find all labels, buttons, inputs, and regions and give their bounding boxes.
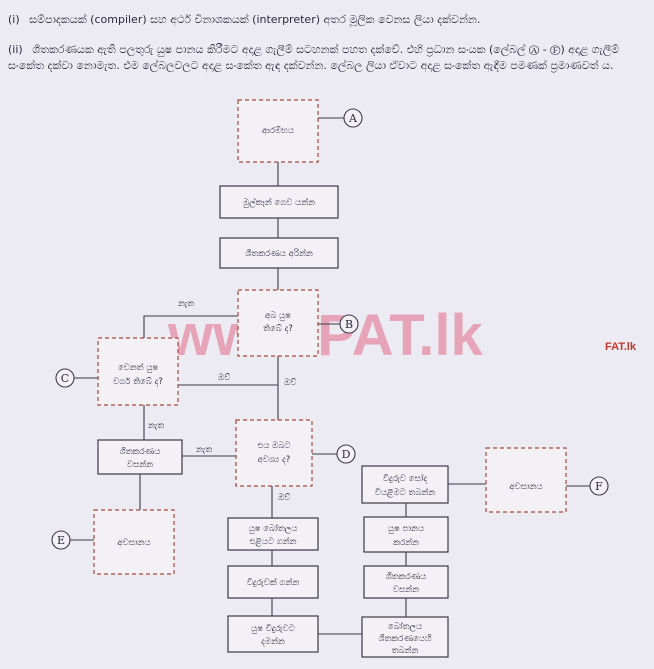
wash-glass-line1: වීදුරුව සෝද: [383, 473, 428, 484]
return-bottle-line2: ශීතකරණයෙහි: [378, 633, 431, 644]
other-juice-line2: වර්ග තිබේ ද?: [113, 376, 163, 387]
take-bottle-line1: යුෂ බෝතලය: [249, 523, 299, 534]
label-f: F: [595, 480, 603, 493]
want-decision-line1: එය ඔබට: [257, 441, 291, 451]
watermark-small: FAT.lk: [605, 341, 637, 353]
label-no-3: නැත: [196, 445, 213, 455]
take-out-text: මුල්කෑන් ගෙව යන්න: [242, 197, 315, 208]
juice-decision-box: [237, 289, 319, 357]
connectors: [70, 117, 590, 635]
label-b: B: [345, 318, 353, 331]
end-right-box: [485, 447, 567, 513]
question-ii-text: ශීතකරණයක ඇති පලතුරු යුෂ පානය කිරීමට අදාළ…: [8, 43, 620, 72]
label-b-circle: [339, 314, 359, 334]
return-bottle-line3: තබන්න: [392, 645, 419, 656]
watermark: www.PAT.lk: [167, 303, 483, 368]
drink-line2: කරන්න: [393, 537, 419, 548]
open-fridge-text: ශීතකරණය අරින්න: [245, 248, 313, 259]
return-bottle-box: [361, 616, 449, 658]
take-bottle-line2: එළියට ගන්න: [249, 536, 296, 547]
pour-line1: යුෂ වීදුරුවට: [251, 623, 296, 634]
juice-decision-line2: තිබේ ද?: [263, 323, 293, 334]
end-right-text: අවසානය: [509, 482, 543, 492]
close-fridge-line2: වසන්න: [127, 459, 153, 470]
label-f-circle: [589, 476, 609, 496]
label-yes-1: ඔව්: [218, 372, 231, 383]
label-yes-2: ඔව්: [284, 377, 297, 388]
take-bottle-box: [227, 517, 319, 551]
label-a: A: [348, 112, 358, 125]
label-e: E: [57, 534, 65, 547]
label-c-circle: [55, 368, 75, 388]
start-box: [237, 99, 319, 163]
label-yes-3: ඔව්: [278, 492, 291, 503]
label-no-1: නැත: [178, 299, 195, 309]
want-decision-line2: අවශ්‍ය ද?: [258, 455, 291, 465]
drink-line1: යුෂ පානය: [388, 524, 425, 534]
question-i-text: සම්පාදකයක් (compiler) සහ අර්ථ විනාශකයක් …: [29, 13, 481, 26]
close-fridge-box: [97, 439, 183, 475]
question-i-number: (i): [8, 13, 20, 26]
other-juice-line1: වෙනත් යුෂ: [118, 362, 159, 373]
question-ii-number: (ii): [8, 43, 23, 56]
question-i: (i) සම්පාදකයක් (compiler) සහ අර්ථ විනාශක…: [8, 12, 648, 28]
label-c: C: [61, 372, 69, 385]
pour-line2: දමන්න: [261, 636, 285, 647]
return-bottle-line1: බෝතලය: [388, 621, 423, 632]
end-left-box: [93, 509, 175, 575]
close-fridge2-box: [363, 565, 449, 599]
start-text: ආරම්භය: [262, 125, 295, 136]
take-out-box: [219, 185, 339, 219]
take-glass-text: වීදුරුවක් ගන්න: [247, 577, 300, 588]
label-a-circle: [343, 108, 363, 128]
pour-box: [227, 615, 319, 653]
want-decision-box: [235, 419, 313, 487]
close-fridge2-line2: වසන්න: [393, 584, 419, 595]
juice-decision-line1: අබ යුෂ: [265, 311, 291, 321]
other-juice-decision-box: [97, 337, 179, 406]
question-ii: (ii) ශීතකරණයක ඇති පලතුරු යුෂ පානය කිරීමට…: [8, 42, 648, 74]
take-glass-box: [227, 565, 319, 599]
label-d-circle: [336, 444, 356, 464]
drink-box: [363, 516, 449, 553]
label-e-circle: [51, 530, 71, 550]
label-d: D: [342, 448, 351, 461]
open-fridge-box: [219, 237, 339, 269]
wash-glass-line2: වියළීමට තබන්න: [375, 487, 436, 498]
close-fridge-line1: ශීතකරණය: [120, 446, 162, 457]
end-left-text: අවසානය: [117, 538, 151, 548]
wash-glass-box: [361, 465, 449, 504]
label-no-2: නැත: [148, 421, 165, 431]
close-fridge2-line1: ශීතකරණය: [386, 571, 428, 582]
